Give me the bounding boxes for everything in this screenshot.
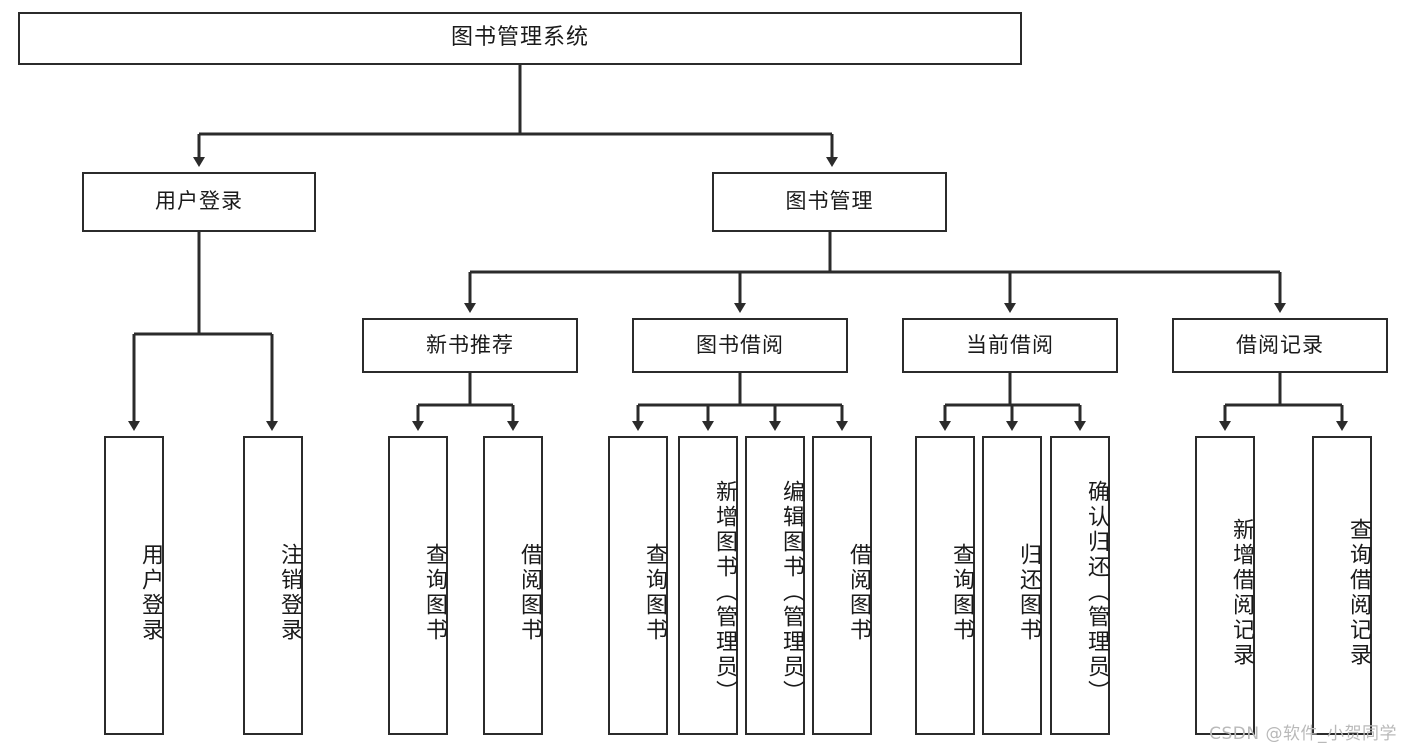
node-label: 借阅记录 — [1236, 332, 1324, 357]
node-leaf-query-book-1[interactable]: 查询图书 — [388, 436, 448, 735]
node-leaf-confirm-return[interactable]: 确认归还（管理员） — [1050, 436, 1110, 735]
node-user-login[interactable]: 用户登录 — [82, 172, 316, 232]
node-label: 注销登录 — [277, 542, 302, 643]
node-label: 新增借阅记录 — [1229, 517, 1254, 668]
node-book-borrow[interactable]: 图书借阅 — [632, 318, 848, 373]
node-label: 新书推荐 — [426, 332, 514, 357]
node-leaf-logout[interactable]: 注销登录 — [243, 436, 303, 735]
node-label: 图书管理系统 — [450, 25, 589, 51]
node-current-borrow[interactable]: 当前借阅 — [902, 318, 1118, 373]
node-label: 用户登录 — [155, 189, 243, 214]
node-label: 图书借阅 — [696, 332, 784, 357]
node-label: 借阅图书 — [517, 542, 542, 643]
node-leaf-query-book-2[interactable]: 查询图书 — [608, 436, 668, 735]
node-book-management[interactable]: 图书管理 — [712, 172, 947, 232]
node-leaf-edit-book[interactable]: 编辑图书（管理员） — [745, 436, 805, 735]
node-leaf-query-book-3[interactable]: 查询图书 — [915, 436, 975, 735]
node-new-book-recommend[interactable]: 新书推荐 — [362, 318, 578, 373]
node-label: 当前借阅 — [966, 332, 1054, 357]
csdn-watermark: CSDN @软件_小贺同学 — [1209, 724, 1397, 744]
node-label: 查询借阅记录 — [1346, 517, 1371, 668]
node-label: 借阅图书 — [846, 542, 871, 643]
node-label: 图书管理 — [785, 189, 874, 214]
node-root-book-management-system[interactable]: 图书管理系统 — [18, 12, 1022, 65]
node-label: 编辑图书（管理员） — [779, 480, 804, 705]
node-leaf-return-book[interactable]: 归还图书 — [982, 436, 1042, 735]
node-leaf-add-borrow-record[interactable]: 新增借阅记录 — [1195, 436, 1255, 735]
node-leaf-add-book[interactable]: 新增图书（管理员） — [678, 436, 738, 735]
node-label: 确认归还（管理员） — [1084, 480, 1109, 705]
node-label: 查询图书 — [642, 542, 667, 643]
node-leaf-borrow-book-2[interactable]: 借阅图书 — [812, 436, 872, 735]
node-label: 查询图书 — [949, 542, 974, 643]
node-label: 新增图书（管理员） — [712, 480, 737, 705]
node-label: 用户登录 — [138, 542, 163, 643]
node-leaf-borrow-book-1[interactable]: 借阅图书 — [483, 436, 543, 735]
node-leaf-user-login[interactable]: 用户登录 — [104, 436, 164, 735]
node-leaf-query-borrow-record[interactable]: 查询借阅记录 — [1312, 436, 1372, 735]
node-borrow-record[interactable]: 借阅记录 — [1172, 318, 1388, 373]
node-label: 归还图书 — [1016, 542, 1041, 643]
node-label: 查询图书 — [422, 542, 447, 643]
